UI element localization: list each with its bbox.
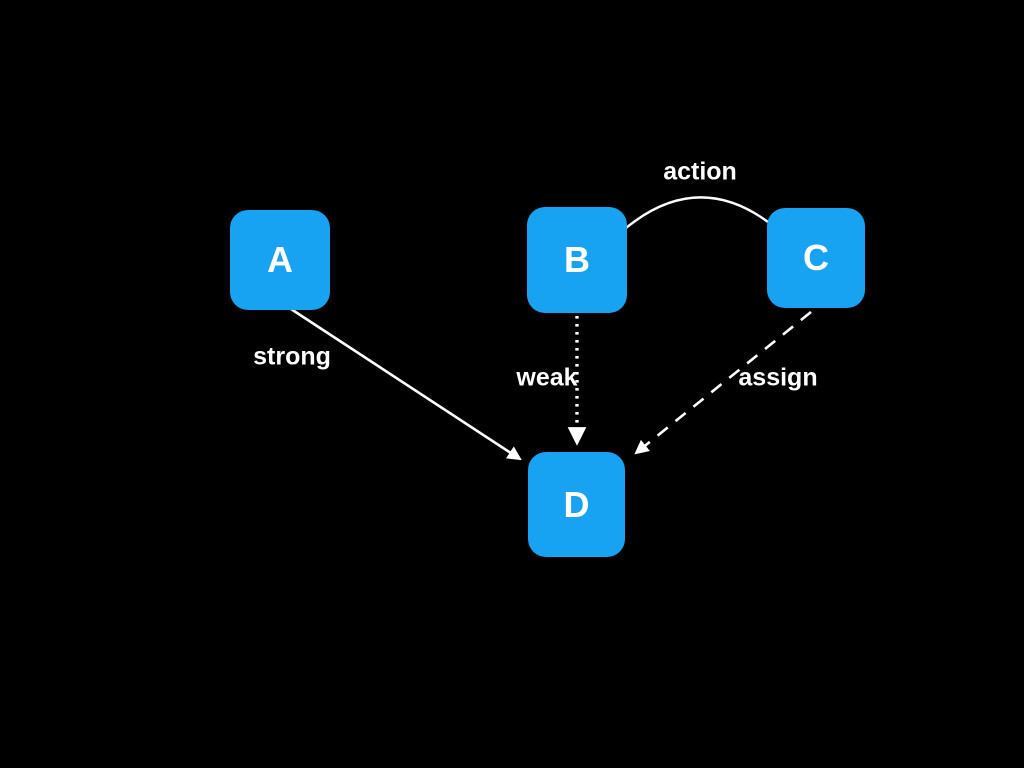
node-d-label: D	[563, 483, 590, 525]
edge-a-to-d-solid-arrow	[290, 307, 522, 461]
edge-label-strong: strong	[253, 342, 331, 371]
edge-label-assign: assign	[738, 363, 818, 392]
node-c-label: C	[803, 237, 829, 278]
node-a: A	[230, 210, 330, 310]
edge-label-weak: weak	[516, 363, 578, 392]
node-c: C	[767, 208, 865, 308]
node-d: D	[528, 452, 625, 557]
node-a-label: A	[267, 239, 293, 280]
node-b: B	[527, 207, 627, 313]
edge-label-action: action	[663, 157, 737, 186]
node-b-label: B	[564, 239, 590, 280]
edge-b-to-c-arc	[625, 196, 769, 229]
